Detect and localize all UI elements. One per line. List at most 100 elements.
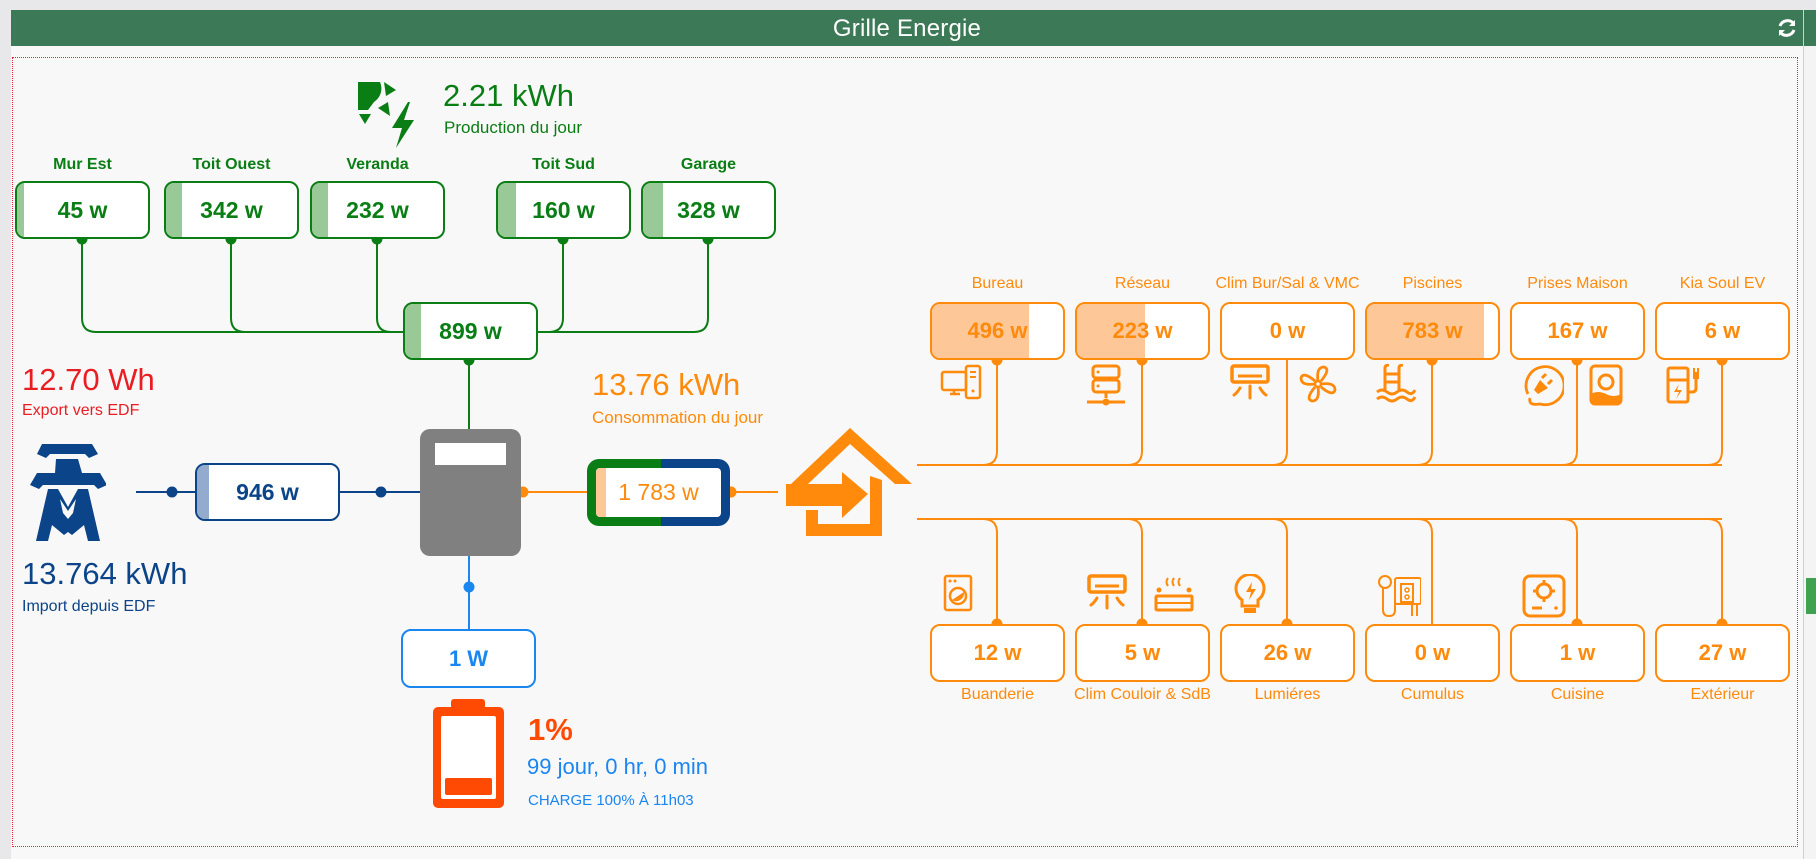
consumer-value: 1 w: [1559, 640, 1596, 665]
pool-icon: [1376, 364, 1417, 403]
consumer-box[interactable]: 0 w: [1220, 302, 1355, 360]
battery-low-icon[interactable]: [433, 699, 504, 808]
producer-value: 45 w: [57, 196, 108, 223]
producer-box[interactable]: 232 w: [310, 181, 445, 239]
shower-heater-icon: [1378, 575, 1421, 618]
producer-fill: [17, 183, 24, 237]
consumption-fill: [596, 468, 606, 517]
air-conditioner-icon: [1087, 574, 1127, 610]
battery-percent: 1%: [528, 712, 573, 747]
consumer-box[interactable]: 5 w: [1075, 624, 1210, 682]
washing-machine-icon: [943, 574, 973, 612]
power-plug-icon: [1524, 365, 1564, 407]
producer-value: 328 w: [677, 196, 740, 223]
power-pylon-icon[interactable]: [30, 443, 106, 543]
refresh-icon[interactable]: [1775, 16, 1799, 40]
consumer-fill: [1077, 304, 1145, 358]
consumer-box[interactable]: 167 w: [1510, 302, 1645, 360]
consumption-value: 13.76 kWh: [592, 367, 741, 402]
top-strip: [0, 0, 1816, 10]
grid-power-box[interactable]: 946 w: [195, 463, 340, 521]
battery-time-remaining: 99 jour, 0 hr, 0 min: [527, 754, 708, 779]
consumer-value: 496 w: [967, 318, 1028, 343]
producer-fill: [166, 183, 182, 237]
consumer-label: Prises Maison: [1527, 275, 1628, 292]
consumer-box[interactable]: 496 w: [930, 302, 1065, 360]
consumer-box[interactable]: 12 w: [930, 624, 1065, 682]
lightbulb-icon: [1234, 574, 1266, 613]
production-label: Production du jour: [444, 118, 582, 137]
solar-power-icon: [358, 82, 414, 148]
consumer-box[interactable]: 223 w: [1075, 302, 1210, 360]
grid-power-fill: [197, 465, 209, 519]
ev-station-icon: [1666, 366, 1699, 404]
side-panel-header: [1804, 10, 1816, 46]
energy-flow-panel: [11, 46, 1803, 859]
air-conditioner-icon: [1230, 364, 1270, 400]
consumer-value: 26 w: [1263, 640, 1312, 665]
producer-value: 160 w: [532, 196, 595, 223]
consumer-value: 27 w: [1698, 640, 1747, 665]
consumer-label: Lumiéres: [1254, 686, 1321, 703]
side-panel: [1803, 10, 1816, 859]
producer-label: Mur Est: [53, 156, 112, 173]
consumer-value: 12 w: [973, 640, 1022, 665]
producer-label: Toit Sud: [532, 156, 595, 173]
producer-label: Veranda: [346, 156, 409, 173]
consumer-label: Bureau: [971, 275, 1024, 292]
consumer-value: 167 w: [1547, 318, 1608, 343]
consumer-label: Piscines: [1402, 275, 1463, 292]
producer-value: 232 w: [346, 196, 409, 223]
fan-icon: [1299, 365, 1337, 403]
producer-box[interactable]: 342 w: [164, 181, 299, 239]
solar-total-box[interactable]: 899 w: [403, 302, 538, 360]
consumer-box[interactable]: 6 w: [1655, 302, 1790, 360]
server-network-icon: [1087, 364, 1125, 406]
consumer-value: 223 w: [1112, 318, 1173, 343]
battery-power-value: 1 W: [448, 645, 489, 671]
consumer-label: Réseau: [1114, 275, 1171, 292]
card-title: Grille Energie: [832, 15, 982, 42]
solar-total-value: 899 w: [439, 317, 502, 344]
battery-level-bar: [445, 778, 492, 795]
radiator-icon: [1154, 577, 1194, 612]
home-import-icon: [786, 428, 912, 536]
consumer-fill: [932, 304, 1029, 358]
electric-meter-icon: [420, 429, 521, 556]
grid-power-value: 946 w: [236, 478, 299, 505]
consumer-box[interactable]: 1 w: [1510, 624, 1645, 682]
import-label: Import depuis EDF: [22, 598, 156, 615]
card-header: Grille Energie: [11, 10, 1803, 46]
battery-power-box[interactable]: 1 W: [401, 629, 536, 688]
producer-fill: [643, 183, 663, 237]
consumer-box[interactable]: 27 w: [1655, 624, 1790, 682]
stove-icon: [1522, 574, 1566, 618]
consumer-label: Buanderie: [961, 686, 1034, 703]
import-value: 13.764 kWh: [22, 556, 188, 591]
consumer-box[interactable]: 26 w: [1220, 624, 1355, 682]
producer-box[interactable]: 328 w: [641, 181, 776, 239]
producer-box[interactable]: 160 w: [496, 181, 631, 239]
consumer-box[interactable]: 0 w: [1365, 624, 1500, 682]
consumer-value: 0 w: [1269, 318, 1306, 343]
consumer-label: Kia Soul EV: [1679, 275, 1766, 292]
export-value: 12.70 Wh: [22, 362, 155, 397]
side-panel-tab[interactable]: [1806, 578, 1816, 614]
battery-charge-info: CHARGE 100% À 11h03: [528, 792, 694, 809]
consumption-power-box[interactable]: 1 783 w: [587, 459, 730, 526]
water-heater-icon: [1589, 364, 1623, 406]
consumer-box[interactable]: 783 w: [1365, 302, 1500, 360]
producer-box[interactable]: 45 w: [15, 181, 150, 239]
panel-border: [12, 57, 1798, 847]
consumer-label: Clim Couloir & SdB: [1074, 686, 1211, 703]
producer-label: Toit Ouest: [192, 156, 271, 173]
consumer-label: Extérieur: [1690, 686, 1755, 703]
left-strip: [0, 0, 11, 859]
consumer-value: 783 w: [1402, 318, 1463, 343]
consumer-label: Clim Bur/Sal & VMC: [1215, 275, 1360, 292]
solar-total-fill: [405, 304, 421, 358]
desktop-computer-icon: [940, 364, 982, 400]
consumer-value: 6 w: [1704, 318, 1741, 343]
producer-value: 342 w: [200, 196, 263, 223]
consumption-label: Consommation du jour: [592, 408, 764, 427]
